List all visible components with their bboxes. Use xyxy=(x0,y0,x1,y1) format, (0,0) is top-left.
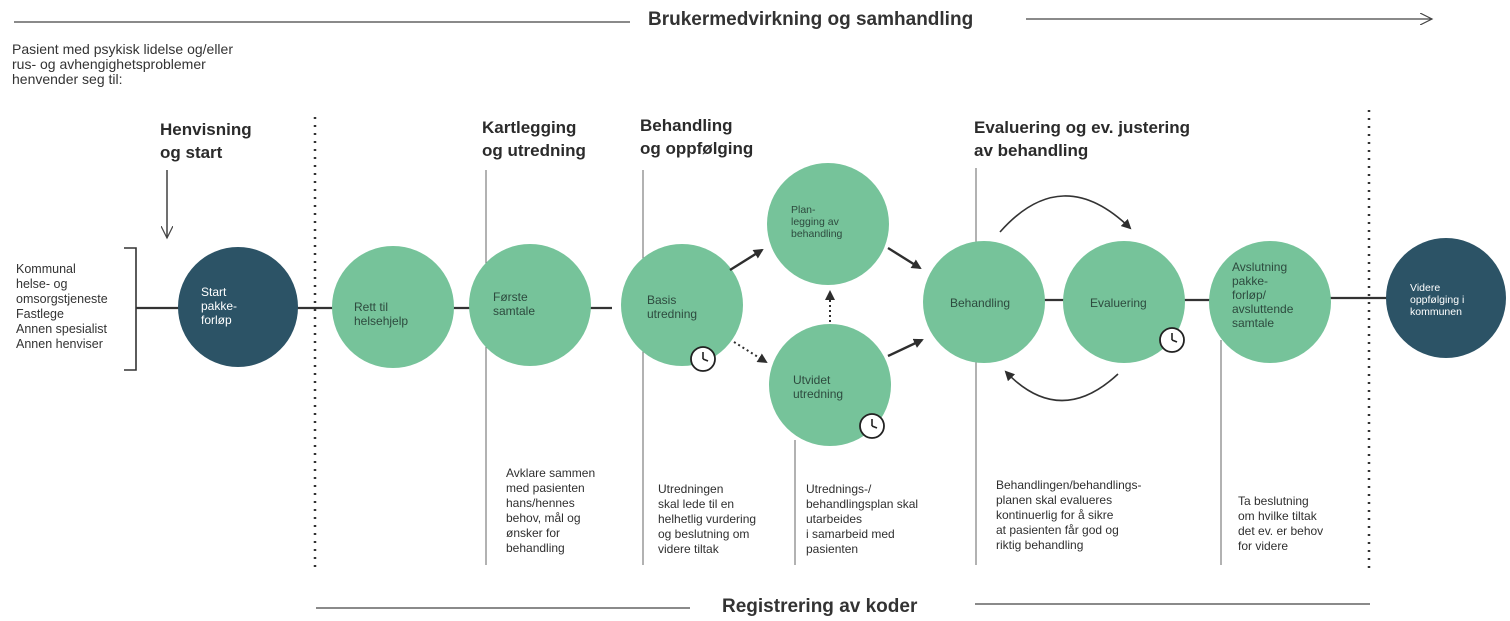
node-avslutning-label: Avslutning pakke- forløp/ avsluttende sa… xyxy=(1232,260,1294,330)
description-avslutning: Ta beslutning om hvilke tiltak det ev. e… xyxy=(1238,494,1324,553)
node-behandling-label: Behandling xyxy=(950,296,1011,310)
arrow-basis-to-utvidet-dotted xyxy=(733,341,768,364)
node-videre-label: Videre oppfølging i kommunen xyxy=(1410,282,1465,318)
node-planlegging-circle xyxy=(767,163,889,285)
curved-arrow-icon-top xyxy=(999,195,1132,233)
bottom-banner-title: Registrering av koder xyxy=(722,596,918,617)
description-plan: Utrednings-/ behandlingsplan skal utarbe… xyxy=(806,482,919,556)
arrow-planlegging-to-behandling xyxy=(887,246,922,270)
node-rett-label: Rett til helsehjelp xyxy=(354,300,409,328)
node-basis-label: Basis utredning xyxy=(647,293,698,321)
phase-heading-evaluering: Evaluering og ev. justering av behandlin… xyxy=(974,118,1191,160)
arrow-basis-to-planlegging xyxy=(729,248,764,272)
curved-arrow-icon-bottom xyxy=(1004,370,1119,402)
phase-heading-behandling: Behandling og oppfølging xyxy=(640,116,754,158)
node-evaluering-circle xyxy=(1063,241,1185,363)
node-avslutning-circle xyxy=(1209,241,1331,363)
clock-icon xyxy=(1159,327,1185,353)
node-planlegging-label: Plan- legging av behandling xyxy=(791,204,843,240)
description-kartlegging: Avklare sammen med pasienten hans/hennes… xyxy=(506,466,596,555)
phase-heading-henvisning: Henvisning og start xyxy=(160,120,252,162)
node-start-label: Start pakke- forløp xyxy=(201,285,238,327)
node-forste-circle xyxy=(469,244,591,366)
node-evaluering-label: Evaluering xyxy=(1090,296,1147,310)
intro-text: Pasient med psykisk lidelse og/eller rus… xyxy=(12,41,233,87)
clock-icon xyxy=(690,346,716,372)
node-start-circle xyxy=(178,247,298,367)
top-banner-title: Brukermedvirkning og samhandling xyxy=(648,9,974,30)
description-basis: Utredningen skal lede til en helhetlig v… xyxy=(658,482,757,556)
clock-icon xyxy=(859,413,885,439)
node-forste-label: Første samtale xyxy=(493,290,536,318)
arrow-utvidet-to-behandling xyxy=(887,338,924,358)
referrer-list: Kommunal helse- og omsorgstjeneste Fastl… xyxy=(16,262,108,351)
referrer-bracket xyxy=(124,247,137,371)
node-behandling-circle xyxy=(923,241,1045,363)
node-utvidet-label: Utvidet utredning xyxy=(793,373,844,401)
node-utvidet-circle xyxy=(769,324,891,446)
node-basis-circle xyxy=(621,244,743,366)
node-rett-circle xyxy=(332,246,454,368)
phase-heading-kartlegging: Kartlegging og utredning xyxy=(482,118,586,160)
description-evaluering: Behandlingen/behandlings- planen skal ev… xyxy=(996,478,1142,552)
node-videre-circle xyxy=(1386,238,1506,358)
